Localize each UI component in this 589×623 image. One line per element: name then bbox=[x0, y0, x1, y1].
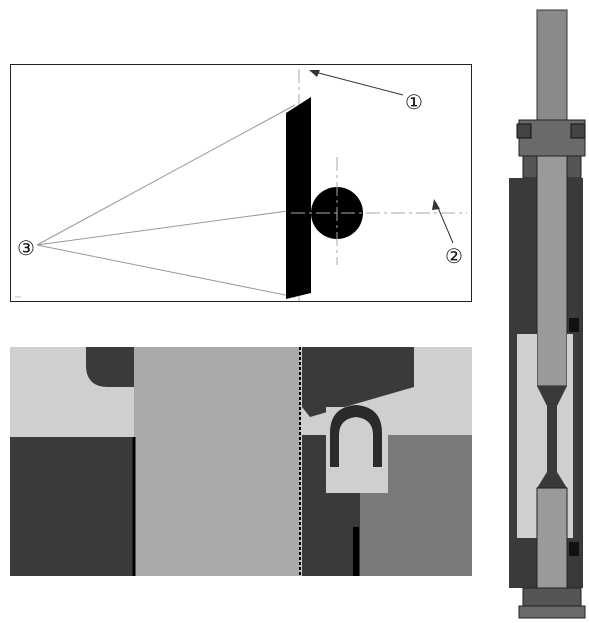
lower-inner-rod bbox=[536, 487, 568, 589]
upper-inner-rod bbox=[536, 155, 568, 387]
cylinder-section-svg bbox=[509, 9, 586, 619]
leader-line-2 bbox=[435, 202, 454, 244]
arrowhead-1 bbox=[309, 70, 320, 77]
u-cup-seal bbox=[330, 405, 382, 467]
lower-side-seal bbox=[569, 542, 579, 556]
seal-cross-section-panel bbox=[10, 347, 472, 576]
ray-line-middle bbox=[36, 209, 296, 246]
right-gland-wall bbox=[302, 435, 330, 576]
left-dark-block bbox=[10, 437, 134, 576]
top-rod bbox=[536, 9, 568, 121]
cylinder-section-panel bbox=[503, 8, 587, 620]
callout-3: ③ bbox=[17, 236, 35, 260]
right-gland-gap bbox=[353, 527, 359, 576]
callout-2: ② bbox=[445, 244, 463, 268]
ray-line-upper bbox=[36, 104, 296, 246]
callout-1: ① bbox=[405, 90, 423, 114]
bottom-cap bbox=[518, 605, 586, 619]
ray-diagram-svg: ① ② ③ bbox=[15, 69, 467, 301]
venturi-core bbox=[537, 386, 567, 488]
ray-line-lower bbox=[36, 244, 296, 298]
left-top-notch bbox=[86, 347, 134, 387]
center-shaft bbox=[134, 347, 300, 576]
arrowhead-2 bbox=[432, 199, 440, 210]
ray-diagram-panel: ① ② ③ bbox=[10, 64, 472, 302]
upper-side-seal bbox=[569, 318, 579, 332]
leader-line-1 bbox=[310, 70, 404, 96]
right-top-block bbox=[302, 347, 414, 417]
bottom-gland bbox=[522, 587, 582, 609]
top-left-bolt bbox=[516, 123, 532, 139]
seal-cross-section-svg bbox=[10, 347, 472, 576]
top-right-bolt bbox=[570, 123, 586, 139]
black-plate bbox=[286, 97, 311, 299]
